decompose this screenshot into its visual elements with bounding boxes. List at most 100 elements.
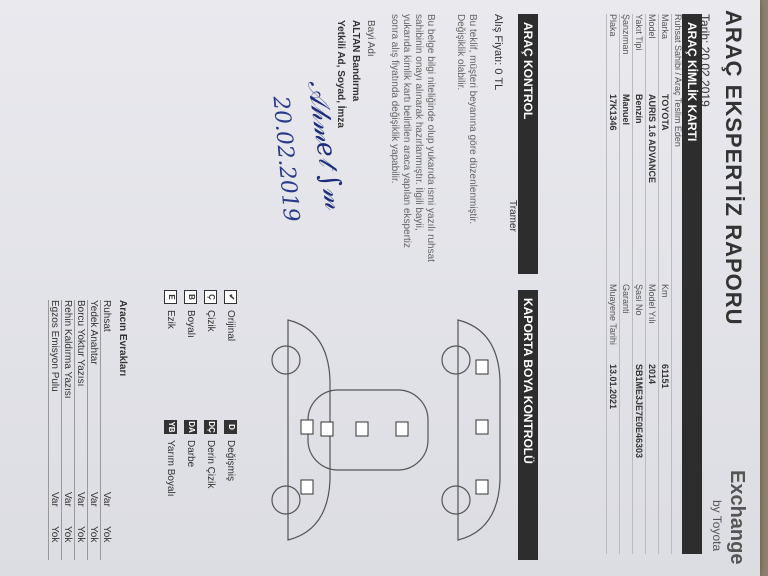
car-diagram [271, 319, 501, 541]
panel-check-box [475, 359, 489, 375]
kimlik-value: Manuel [621, 94, 631, 126]
dealer-label: Bayi Adı [365, 20, 376, 57]
legend-label: Çizik [205, 310, 217, 332]
legend-label: Yarım Boyalı [165, 440, 177, 497]
kimlik-label: Garanti [621, 284, 631, 314]
kimlik-value: 61151 [660, 364, 670, 389]
kimlik-label: Şasi No [634, 284, 644, 316]
yok-option: Yok [49, 526, 61, 543]
yok-option: Yok [101, 526, 113, 543]
legend-label: Derin Çizik [205, 440, 217, 489]
report-title: ARAÇ EKSPERTİZ RAPORU [721, 10, 746, 326]
kimlik-value: 13.01.2021 [608, 364, 618, 410]
var-option: Var [101, 492, 113, 507]
legend-item: Ç Çizik [204, 290, 218, 420]
legend-code: ✔ [224, 290, 238, 304]
kimlik-header: ARAÇ KİMLİK KARTI [682, 14, 702, 554]
var-option: Var [75, 492, 87, 507]
panel-check-box [475, 419, 489, 435]
purchase-price: Alış Fiyatı: 0 TL [492, 14, 504, 91]
kimlik-value: 2014 [647, 364, 657, 385]
documents-label: Borcu Yoktur Yazısı [75, 300, 87, 387]
car-side-top-outline [457, 319, 501, 541]
kimlik-label: Model [647, 14, 657, 39]
kimlik-value: AURIS 1.6 ADVANCE [647, 94, 657, 184]
panel-check-box [300, 479, 314, 495]
wheel-icon [271, 485, 301, 515]
car-side-bottom-outline [287, 319, 331, 541]
kimlik-value: TOYOTA [660, 94, 670, 131]
kimlik-label: Marka [660, 14, 670, 40]
brand-logo: Exchange [726, 470, 748, 565]
panel-check-box [395, 421, 409, 437]
tramer-label: Tramer [507, 200, 518, 232]
panel-check-box [320, 421, 334, 437]
dealer-name: ALTAN Bandırma [350, 20, 361, 102]
disclaimer-2: Bu belge bilgi niteliğinde olup yukarıda… [389, 14, 436, 262]
yok-option: Yok [62, 526, 74, 543]
wheel-icon [441, 345, 471, 375]
wheel-icon [271, 345, 301, 375]
kimlik-label: Muayene Tarihi [608, 284, 618, 345]
legend-item: B Boyalı [184, 290, 198, 420]
legend-code: Ç [204, 290, 218, 304]
legend-code: E [164, 290, 178, 304]
kontrol-header: ARAÇ KONTROL [518, 14, 538, 274]
var-option: Var [88, 492, 100, 507]
legend-item: D Değişmiş [224, 420, 238, 550]
yok-option: Yok [88, 526, 100, 543]
kimlik-label: Yakıt Tipi [634, 14, 644, 51]
disclaimer-1: Bu teklif, müşteri beyanına göre düzenle… [455, 14, 478, 225]
legend-label: Orijinal [225, 310, 237, 342]
legend-code: B [184, 290, 198, 304]
kimlik-value: SB1ME3JE7E0E46303 [634, 364, 644, 459]
legend-item: DÇ Derin Çizik [204, 420, 218, 550]
kaporta-header: KAPORTA BOYA KONTROLÜ [518, 290, 538, 560]
legend-label: Darbe [185, 440, 197, 468]
documents-header: Aracın Evrakları [117, 300, 128, 377]
yok-option: Yok [75, 526, 87, 543]
legend-item: E Ezik [164, 290, 178, 420]
brand-subtitle: by Toyota [710, 500, 724, 552]
legend-code: D [224, 420, 238, 434]
kimlik-label: Ruhsat Sahibi / Araç Teslim Eden [673, 14, 683, 147]
var-option: Var [49, 492, 61, 507]
legend-item: ✔ Orijinal [224, 290, 238, 420]
panel-check-box [300, 419, 314, 435]
legend-code: DÇ [204, 420, 218, 434]
panel-check-box [355, 421, 369, 437]
kimlik-label: Model Yılı [647, 284, 657, 324]
legend-item: YB Yarım Boyalı [164, 420, 178, 550]
documents-label: Ruhsat [101, 300, 113, 332]
legend-item: DA Darbe [184, 420, 198, 550]
legend: ✔ Orijinal Ç Çizik B Boyalı E Ezik D Değişmiş… [158, 290, 238, 560]
documents-label: Yedek Anahtar [88, 300, 100, 365]
kimlik-label: Plaka [608, 14, 618, 37]
wheel-icon [441, 485, 471, 515]
legend-code: YB [164, 420, 178, 434]
legend-label: Ezik [165, 310, 177, 329]
handwritten-date: 20.02.2019 [267, 95, 304, 223]
var-option: Var [62, 492, 74, 507]
legend-label: Boyalı [185, 310, 197, 338]
kimlik-value: 17K1346 [608, 94, 618, 131]
kimlik-label: Km [660, 284, 670, 298]
legend-code: DA [184, 420, 198, 434]
kimlik-value: Benzin [634, 94, 644, 124]
kimlik-label: Şanzıman [621, 14, 631, 55]
kimlik-row: Ruhsat Sahibi / Araç Teslim Eden [671, 14, 684, 554]
legend-label: Değişmiş [225, 440, 237, 482]
